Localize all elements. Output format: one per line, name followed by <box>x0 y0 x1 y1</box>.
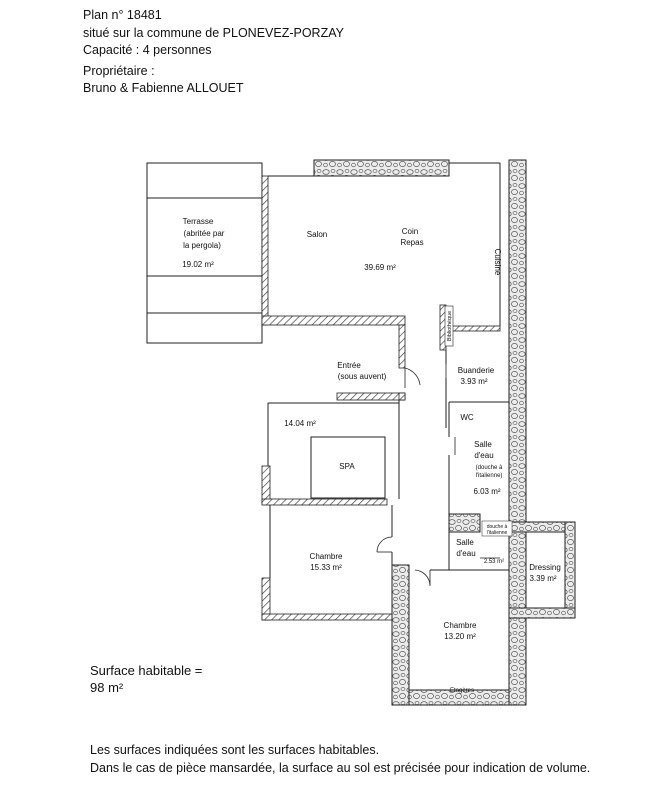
hatched-walls <box>261 175 501 621</box>
salle-eau-1-note-2: l'italienne) <box>476 473 503 479</box>
salon-label: Salon <box>307 230 327 239</box>
terrasse-outline <box>146 162 263 344</box>
owner-name: Bruno & Fabienne ALLOUET <box>83 81 244 95</box>
buanderie-area: 3.93 m² <box>460 377 487 386</box>
plan-number: Plan n° 18481 <box>83 8 162 22</box>
owner-label: Propriétaire : <box>83 64 155 78</box>
terrasse-label-1: Terrasse <box>183 217 214 226</box>
wc-label: WC <box>460 413 474 422</box>
interior-walls <box>267 162 509 578</box>
salle-eau-1-area: 6.03 m² <box>473 487 500 496</box>
terrasse-label-2: (abritée par <box>184 229 225 238</box>
stone-walls <box>313 159 576 706</box>
entree-label: Entrée <box>337 361 361 370</box>
buanderie-label: Buanderie <box>458 366 495 375</box>
spa-room-area: 14.04 m² <box>284 419 316 428</box>
salon-area: 39.69 m² <box>364 263 396 272</box>
douche-note-2: l'italienne <box>487 530 508 536</box>
spa-tub <box>310 436 386 499</box>
chambre-2-label: Chambre <box>444 621 477 630</box>
bookshelf <box>444 305 454 347</box>
entree-sub: (sous auvent) <box>338 372 387 381</box>
dressing-area: 3.39 m² <box>529 574 556 583</box>
surface-value: 98 m² <box>90 680 124 695</box>
bibliotheque-label: Bibliothèque <box>447 311 453 341</box>
salle-eau-2-label-1: Salle <box>456 538 474 547</box>
salle-eau-2-label-2: d'eau <box>456 549 475 558</box>
cuisine-label: Cuisine <box>493 249 502 276</box>
surface-label: Surface habitable = <box>90 663 203 678</box>
douche-note-box <box>481 520 513 537</box>
footer-line-1: Les surfaces indiquées sont les surfaces… <box>90 743 380 757</box>
terrasse-label-3: la pergola) <box>183 241 221 250</box>
coin-label: Coin <box>402 227 418 236</box>
salle-eau-1-note-1: (douche à <box>476 465 503 471</box>
chambre-2-area: 13.20 m² <box>444 632 476 641</box>
repas-label: Repas <box>400 238 423 247</box>
footer-line-2: Dans le cas de pièce mansardée, la surfa… <box>90 761 591 775</box>
capacity: Capacité : 4 personnes <box>83 43 212 57</box>
etageres-label: Etagères <box>450 688 474 694</box>
douche-note-1: douche à <box>487 524 508 530</box>
terrasse-area: 19.02 m² <box>182 260 214 269</box>
salle-eau-2-area: 2.53 m² <box>484 559 504 565</box>
door-swings <box>376 364 500 586</box>
dressing-label: Dressing <box>529 563 561 572</box>
location: situé sur la commune de PLONEVEZ-PORZAY <box>83 26 344 40</box>
salle-eau-1-label-1: Salle <box>474 440 492 449</box>
chambre-1-area: 15.33 m² <box>310 563 342 572</box>
spa-label: SPA <box>339 462 355 471</box>
salle-eau-1-label-2: d'eau <box>474 451 493 460</box>
chambre-1-label: Chambre <box>310 552 343 561</box>
